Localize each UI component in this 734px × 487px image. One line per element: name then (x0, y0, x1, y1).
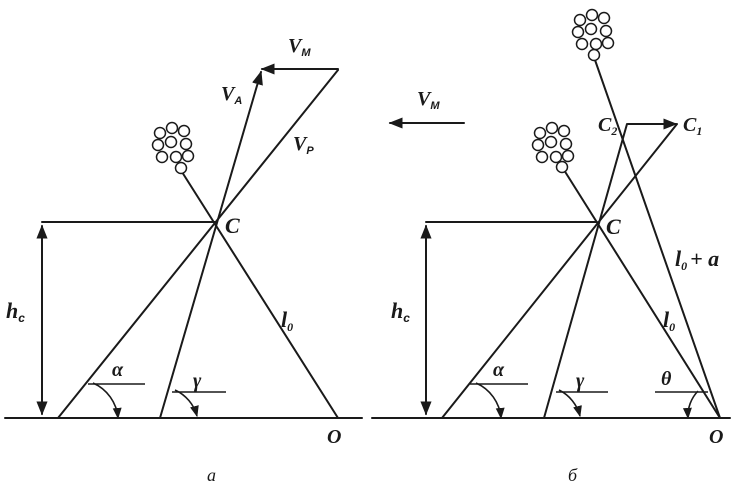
label-alpha-a: α (112, 359, 124, 381)
label-hc-a: hc (6, 298, 25, 325)
line-alpha-vp-a (57, 69, 339, 419)
label-origin-a: O (327, 426, 341, 448)
stem-l0-b (563, 169, 721, 419)
alpha-arc-a (92, 382, 122, 420)
theta-arc-b (682, 390, 699, 420)
stem-l0a-b (594, 59, 721, 419)
label-l0-a: l0 (281, 307, 293, 334)
label-point-c-b: C (606, 214, 621, 239)
gamma-arc-a (174, 389, 199, 418)
label-va-a: VA (221, 83, 242, 107)
plant-head-upper-b (571, 8, 615, 62)
stem-l0-a (181, 171, 339, 419)
label-theta-b: θ (661, 368, 672, 390)
label-alpha-b: α (493, 359, 505, 381)
gamma-arc-b (558, 389, 582, 418)
label-vm-a: VM (288, 35, 311, 59)
line-gamma-va-a (159, 70, 263, 419)
alpha-arc-b (475, 382, 505, 420)
label-hc-b: hc (391, 298, 410, 325)
label-vp-a: VP (293, 133, 314, 157)
line-gamma-c2-b (543, 123, 628, 419)
label-point-c-a: C (225, 213, 240, 238)
plant-head-a (151, 121, 195, 175)
label-origin-b: O (709, 426, 723, 448)
label-gamma-a: γ (193, 370, 202, 392)
panel-a: VM VA VP C hc l0 α γ O а (4, 35, 363, 485)
label-c2-b: C2 (598, 114, 617, 138)
caption-b: б (568, 465, 578, 485)
label-l0a-b: l0+ a (675, 246, 719, 273)
label-gamma-b: γ (576, 370, 585, 392)
plant-head-lower-b (531, 121, 575, 174)
label-l0-b: l0 (663, 307, 675, 334)
label-c1-b: C1 (683, 114, 702, 138)
label-vm-b: VM (417, 88, 440, 112)
caption-a: а (207, 465, 216, 485)
line-alpha-c1-b (441, 123, 678, 419)
panel-b: VM C2 C1 C hc l0 l0+ a α γ θ O б (371, 8, 731, 485)
